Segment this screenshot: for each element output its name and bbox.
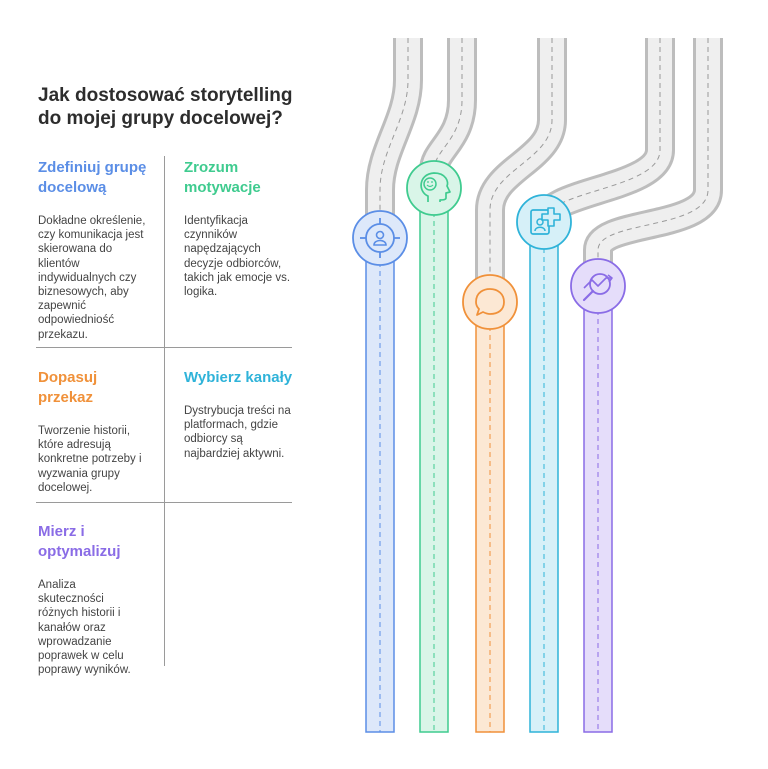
lane-blue	[365, 237, 395, 733]
lane-green	[419, 189, 449, 733]
lane-teal	[529, 223, 559, 733]
lane-orange	[475, 301, 505, 733]
step-description: Identyfikacja czynników napędzających de…	[184, 215, 291, 299]
step-card-adjust-message: Dopasuj przekaz Tworzenie historii, któr…	[38, 368, 158, 495]
grid-divider-horizontal-1	[36, 347, 292, 348]
step-heading: Zrozum motywacje	[184, 159, 261, 196]
step-description: Dystrybucja treści na platformach, gdzie…	[184, 405, 291, 460]
profile-add-icon	[516, 194, 572, 250]
title-line-1: Jak dostosować storytelling	[38, 85, 293, 106]
step-card-measure-optimize: Mierz i optymalizuj Analiza skuteczności…	[38, 522, 158, 677]
step-description: Tworzenie historii, które adresują konkr…	[38, 425, 142, 494]
search-chart-icon	[570, 258, 626, 314]
step-heading: Mierz i optymalizuj	[38, 523, 121, 560]
grid-divider-horizontal-2	[36, 502, 292, 503]
step-card-choose-channels: Wybierz kanały Dystrybucja treści na pla…	[184, 368, 309, 461]
step-description: Dokładne określenie, czy komunikacja jes…	[38, 215, 146, 341]
step-heading: Wybierz kanały	[184, 369, 293, 386]
grid-divider-vertical	[164, 156, 165, 666]
speech-bubble-icon	[462, 274, 518, 330]
target-person-icon	[352, 210, 408, 266]
lane-purple	[583, 285, 613, 733]
page-title: Jak dostosować storytelling do mojej gru…	[38, 84, 328, 130]
title-line-2: do mojej grupy docelowej?	[38, 108, 283, 129]
step-description: Analiza skuteczności różnych historii i …	[38, 579, 131, 677]
step-card-define-audience: Zdefiniuj grupę docelową Dokładne określ…	[38, 158, 158, 342]
step-heading: Zdefiniuj grupę docelową	[38, 159, 147, 196]
step-card-understand-motivations: Zrozum motywacje Identyfikacja czynników…	[184, 158, 309, 299]
head-smile-icon	[406, 160, 462, 216]
step-heading: Dopasuj przekaz	[38, 369, 98, 406]
